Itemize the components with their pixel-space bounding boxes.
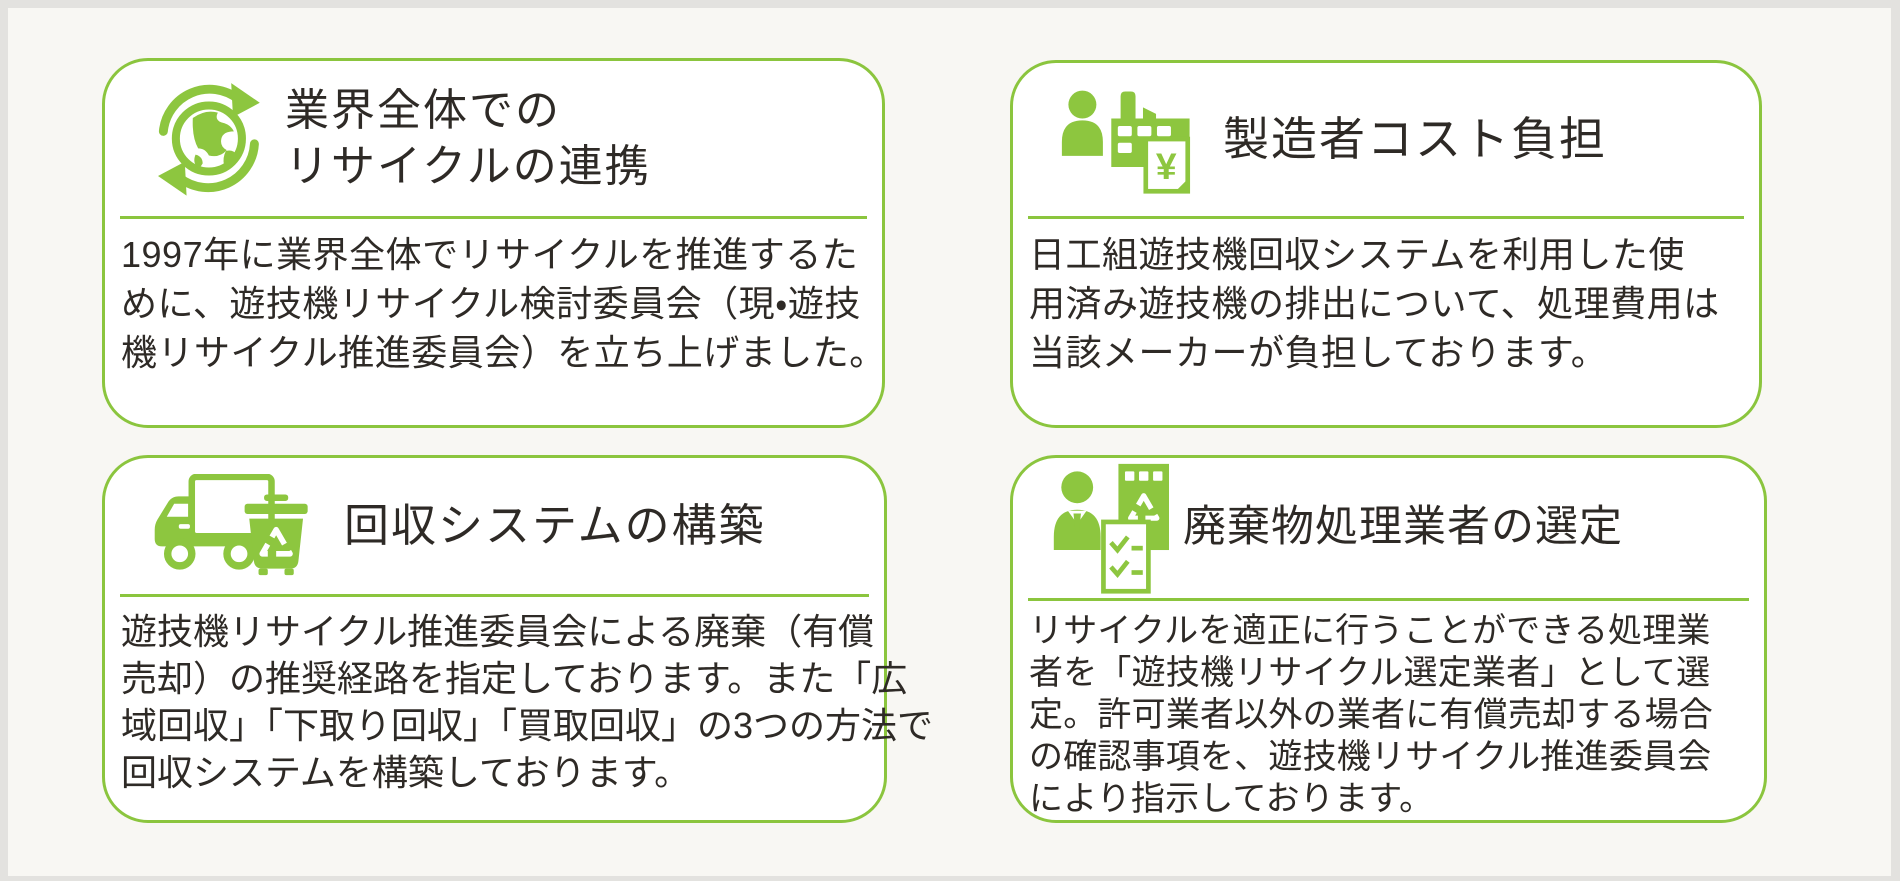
collection-truck-icon [154, 474, 308, 576]
card-collection-system: 回収システムの構築 遊技機リサイクル推進委員会による廃棄（有償 売却）の推奨経路… [102, 455, 934, 823]
svg-text:¥: ¥ [1156, 145, 1177, 187]
card-manufacturer-cost: ¥ 製造者コスト負担 日工組遊技機回収システムを利用した使 用済み遊技機の排出に… [1010, 60, 1762, 428]
card-body: 日工組遊技機回収システムを利用した使 用済み遊技機の排出について、処理費用は 当… [1013, 219, 1759, 377]
card-body: 遊技機リサイクル推進委員会による廃棄（有償 売却）の推奨経路を指定しております。… [105, 597, 934, 796]
recycle-globe-icon [158, 83, 260, 196]
body-line: 回収システムを構築しております。 [121, 752, 691, 793]
body-line: めに、遊技機リサイクル検討委員会（現・遊技 [121, 283, 861, 324]
body-line: の確認事項を、遊技機リサイクル推進委員会 [1029, 738, 1712, 776]
body-line: 日工組遊技機回収システムを利用した使 [1029, 234, 1685, 275]
card-body: 1997年に業界全体でリサイクルを推進するた めに、遊技機リサイクル検討委員会（… [105, 219, 886, 377]
body-line: 機リサイクル推進委員会）を立ち上げました。 [121, 332, 886, 373]
card-processor-selection: 廃棄物処理業者の選定 リサイクルを適正に行うことができる処理業 者を「遊技機リサ… [1010, 455, 1767, 823]
body-line: 定。許可業者以外の業者に有償売却する場合 [1029, 696, 1713, 734]
content-canvas: 業界全体での リサイクルの連携 1997年に業界全体でリサイクルを推進するた め… [8, 8, 1891, 876]
body-line: リサイクルを適正に行うことができる処理業 [1029, 612, 1711, 650]
card-header: 廃棄物処理業者の選定 [1013, 458, 1764, 598]
card-title-line: 業界全体での [285, 85, 561, 135]
card-body: リサイクルを適正に行うことができる処理業 者を「遊技機リサイクル選定業者」として… [1013, 601, 1764, 820]
card-title: 製造者コスト負担 [1223, 113, 1607, 166]
divider [120, 594, 869, 597]
divider [120, 216, 867, 219]
body-line: 者を「遊技機リサイクル選定業者」として選 [1029, 654, 1711, 692]
body-line: 1997年に業界全体でリサイクルを推進するた [121, 234, 859, 275]
card-industry-recycling: 業界全体での リサイクルの連携 1997年に業界全体でリサイクルを推進するた め… [102, 58, 885, 428]
manufacturer-factory-icon: ¥ [1061, 90, 1191, 194]
body-line: 域回収」「下取り回収」「買取回収」の3つの方法で [121, 705, 934, 746]
body-line: 当該メーカーが負担しております。 [1029, 332, 1608, 373]
card-title: 廃棄物処理業者の選定 [1183, 503, 1623, 552]
divider [1028, 216, 1744, 219]
card-title-line: リサイクルの連携 [285, 141, 651, 191]
card-title: 業界全体での リサイクルの連携 [285, 83, 651, 195]
card-header: ¥ 製造者コスト負担 [1013, 63, 1759, 216]
processor-selection-icon [1053, 463, 1169, 594]
body-line: 遊技機リサイクル推進委員会による廃棄（有償 [121, 611, 875, 652]
body-line: により指示しております。 [1029, 780, 1434, 818]
divider [1028, 598, 1749, 601]
body-line: 用済み遊技機の排出について、処理費用は [1029, 283, 1720, 324]
card-header: 業界全体での リサイクルの連携 [105, 61, 882, 216]
card-header: 回収システムの構築 [105, 458, 884, 594]
body-line: 売却）の推奨経路を指定しております。また「広 [121, 658, 908, 699]
card-title: 回収システムの構築 [344, 500, 766, 552]
